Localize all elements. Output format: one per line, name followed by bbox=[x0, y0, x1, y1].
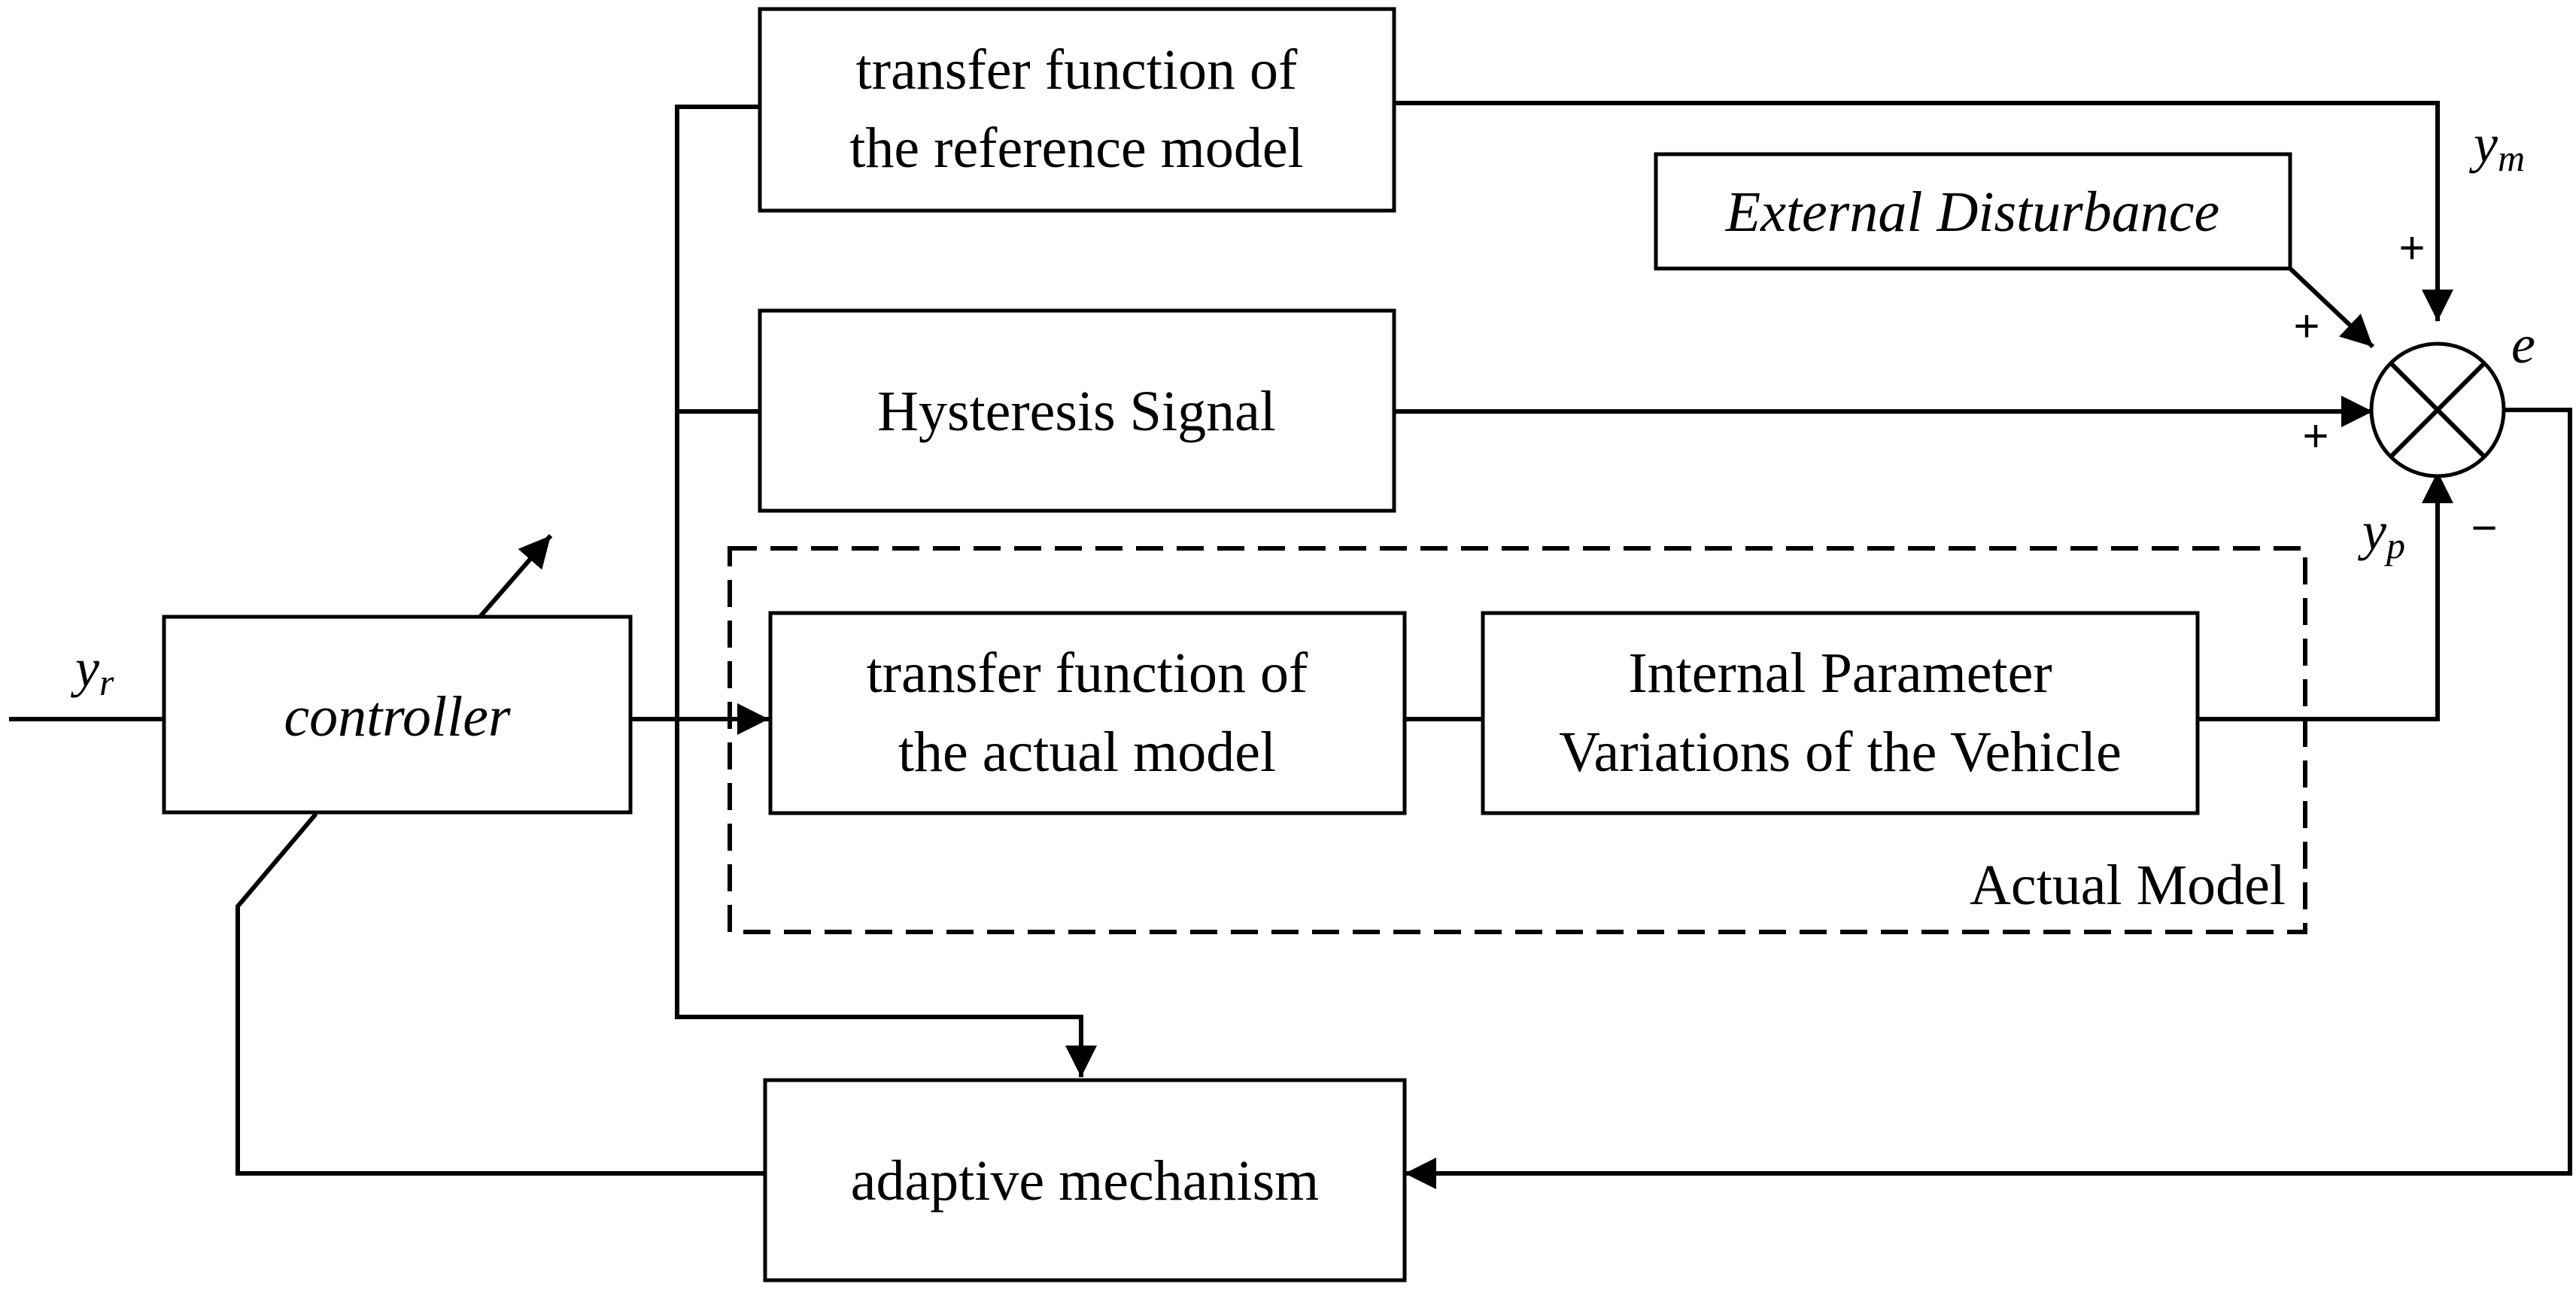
signal-yr-sub: r bbox=[99, 661, 114, 703]
adaptive-mechanism-label: adaptive mechanism bbox=[851, 1149, 1320, 1213]
controller-block: controller bbox=[162, 615, 633, 815]
actual-model-label: Actual Model bbox=[1970, 854, 2286, 917]
actual-transfer-line1: transfer function of bbox=[867, 642, 1308, 705]
signal-yp-sub: p bbox=[2384, 524, 2405, 566]
signal-ym-base: y bbox=[2468, 114, 2498, 174]
signal-yr-label: yr bbox=[70, 638, 114, 703]
internal-params-block: Internal Parameter Variations of the Veh… bbox=[1481, 611, 2200, 815]
signal-yr-base: y bbox=[70, 638, 99, 698]
internal-params-line1: Internal Parameter bbox=[1628, 642, 2052, 705]
summing-junction bbox=[2369, 341, 2506, 478]
wire-adaptive-to-controller bbox=[235, 812, 765, 1176]
sign-ym: + bbox=[2398, 223, 2425, 273]
wire-error-feedback bbox=[1405, 408, 2572, 1189]
signal-ym-label: ym bbox=[2468, 114, 2525, 179]
wire-ym bbox=[1394, 101, 2453, 321]
signal-yp-base: y bbox=[2357, 501, 2386, 561]
hysteresis-label: Hysteresis Signal bbox=[877, 380, 1276, 443]
reference-model-line2: the reference model bbox=[849, 117, 1303, 180]
actual-transfer-block: transfer function of the actual model bbox=[768, 611, 1407, 815]
reference-model-block: transfer function of the reference model bbox=[758, 7, 1396, 213]
signal-e-label: e bbox=[2511, 314, 2535, 375]
controller-label: controller bbox=[284, 685, 511, 748]
external-disturbance-block: External Disturbance bbox=[1654, 152, 2292, 271]
wire-distribution-bus bbox=[675, 105, 1097, 1077]
connections bbox=[9, 101, 2572, 1189]
reference-model-line1: transfer function of bbox=[856, 38, 1298, 102]
signal-ym-sub: m bbox=[2498, 137, 2525, 179]
wire-disturbance bbox=[2288, 266, 2375, 349]
actual-model-group bbox=[728, 546, 2307, 934]
hysteresis-block: Hysteresis Signal bbox=[758, 308, 1396, 513]
wire-yp bbox=[2198, 472, 2453, 721]
external-disturbance-label: External Disturbance bbox=[1725, 181, 2219, 244]
adjustment-arrow bbox=[478, 534, 553, 618]
sign-disturbance: + bbox=[2293, 301, 2319, 351]
sign-yp: − bbox=[2471, 502, 2497, 553]
signal-yp-label: yp bbox=[2357, 501, 2405, 566]
adaptive-mechanism-block: adaptive mechanism bbox=[763, 1078, 1407, 1282]
sign-hysteresis: + bbox=[2302, 411, 2328, 461]
internal-params-line2: Variations of the Vehicle bbox=[1559, 721, 2122, 784]
actual-transfer-line2: the actual model bbox=[898, 721, 1276, 784]
